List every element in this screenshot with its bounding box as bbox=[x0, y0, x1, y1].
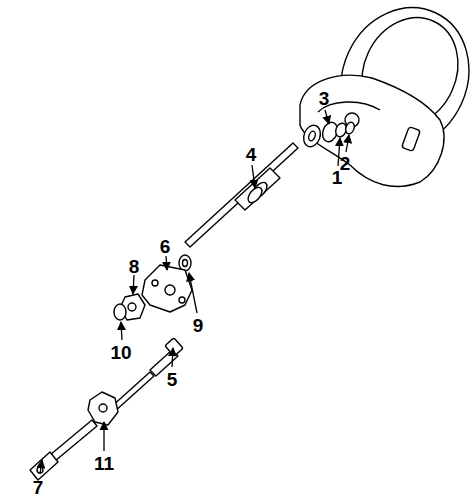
callout-number: 3 bbox=[319, 89, 330, 108]
callout-number: 7 bbox=[33, 478, 44, 497]
lower-shaft bbox=[30, 420, 97, 480]
callout-number: 9 bbox=[193, 316, 204, 335]
callout-number: 6 bbox=[160, 237, 171, 256]
callout-number: 10 bbox=[110, 343, 131, 362]
steering-shaft bbox=[185, 143, 298, 247]
callout-number: 1 bbox=[332, 168, 343, 187]
leader-lines bbox=[40, 110, 349, 474]
steering-wheel bbox=[300, 0, 473, 187]
intermediate-shaft bbox=[110, 338, 183, 412]
callout-number: 11 bbox=[94, 454, 114, 473]
column-housing bbox=[142, 265, 192, 312]
callout-number: 4 bbox=[246, 145, 257, 164]
callout-number: 5 bbox=[167, 370, 178, 389]
bushing bbox=[114, 304, 126, 320]
callout-number: 8 bbox=[129, 257, 140, 276]
